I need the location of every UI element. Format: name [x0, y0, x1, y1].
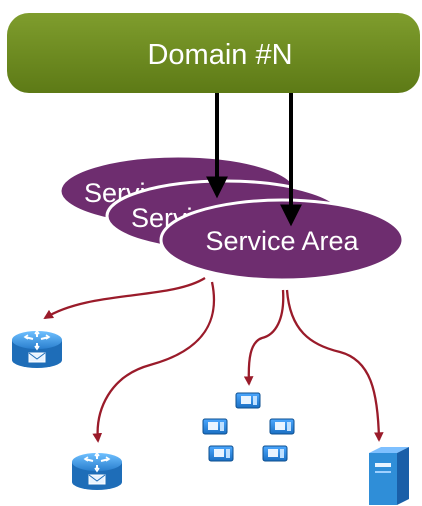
link-to-router-left: [43, 277, 206, 320]
ip-phone-icon: [208, 445, 234, 462]
link-to-router-bottom: [92, 281, 216, 443]
link-to-server: [285, 289, 384, 442]
ip-phone-icon: [202, 418, 228, 435]
service-area-label-front: Service Area: [205, 226, 359, 256]
router-icon: [12, 329, 62, 368]
domain-box: Domain #N: [7, 13, 420, 93]
ip-phone-icon: [269, 418, 295, 435]
ip-phone-icon: [235, 392, 261, 409]
link-to-phones: [243, 289, 285, 386]
router-icon: [72, 451, 122, 490]
ip-phone-icon: [262, 445, 288, 462]
server-icon: [369, 447, 409, 505]
service-area-front: Service Area: [159, 198, 405, 282]
domain-label: Domain #N: [147, 39, 292, 71]
